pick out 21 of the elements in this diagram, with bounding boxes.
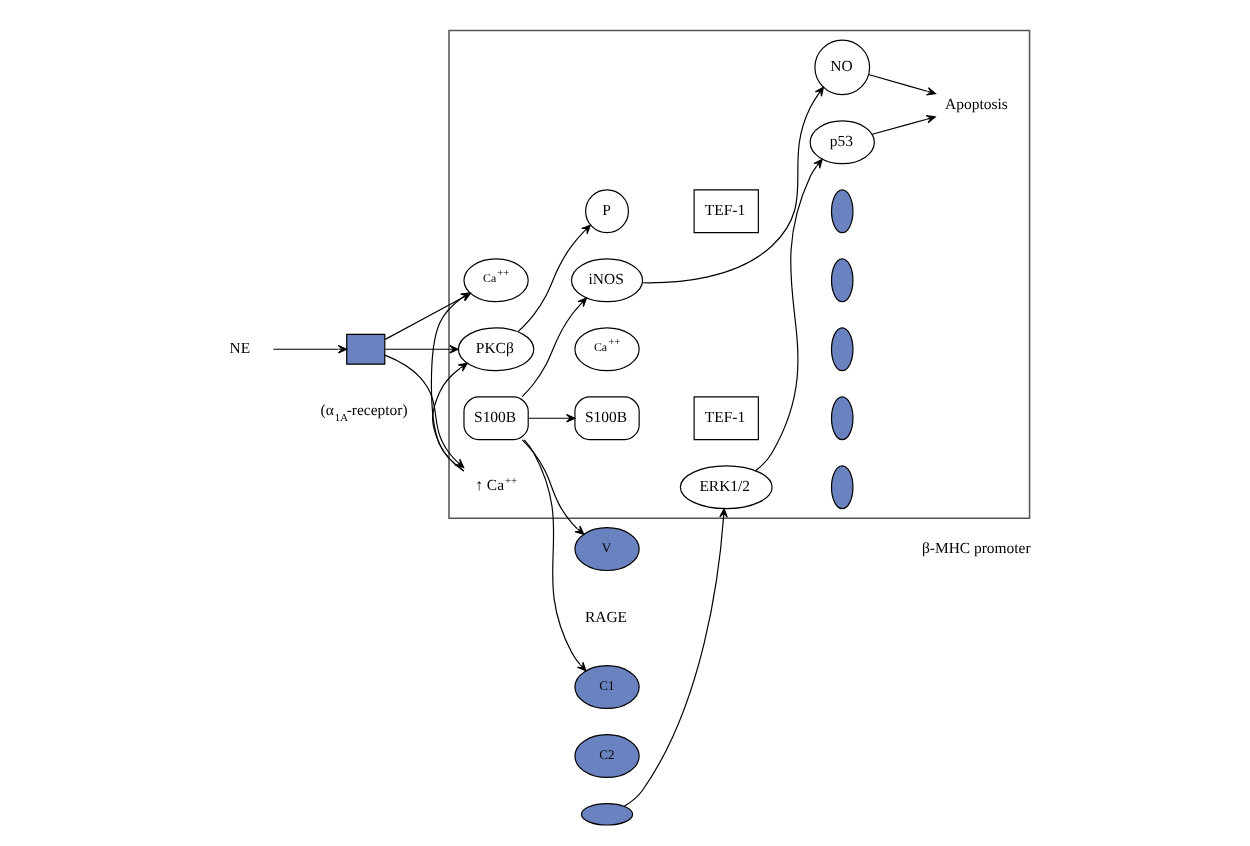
arrow (520, 297, 586, 398)
arrow (527, 413, 575, 423)
arrow (516, 224, 590, 333)
arrow (383, 354, 464, 469)
arrow (383, 344, 458, 354)
node-ellipse (579, 803, 633, 826)
arrow (640, 86, 823, 284)
node-ellipse (829, 396, 853, 441)
node-ellipse (829, 189, 853, 234)
node-ellipse (829, 465, 853, 510)
arrow (754, 158, 822, 472)
arrow (431, 362, 467, 472)
node-box (345, 333, 385, 365)
node-ellipse (829, 327, 853, 372)
arrow (271, 344, 347, 354)
arrow (622, 508, 727, 807)
arrow (522, 439, 586, 672)
arrow (866, 73, 936, 96)
arrow (520, 439, 584, 535)
node-ellipse (829, 258, 853, 303)
arrow (870, 114, 935, 135)
